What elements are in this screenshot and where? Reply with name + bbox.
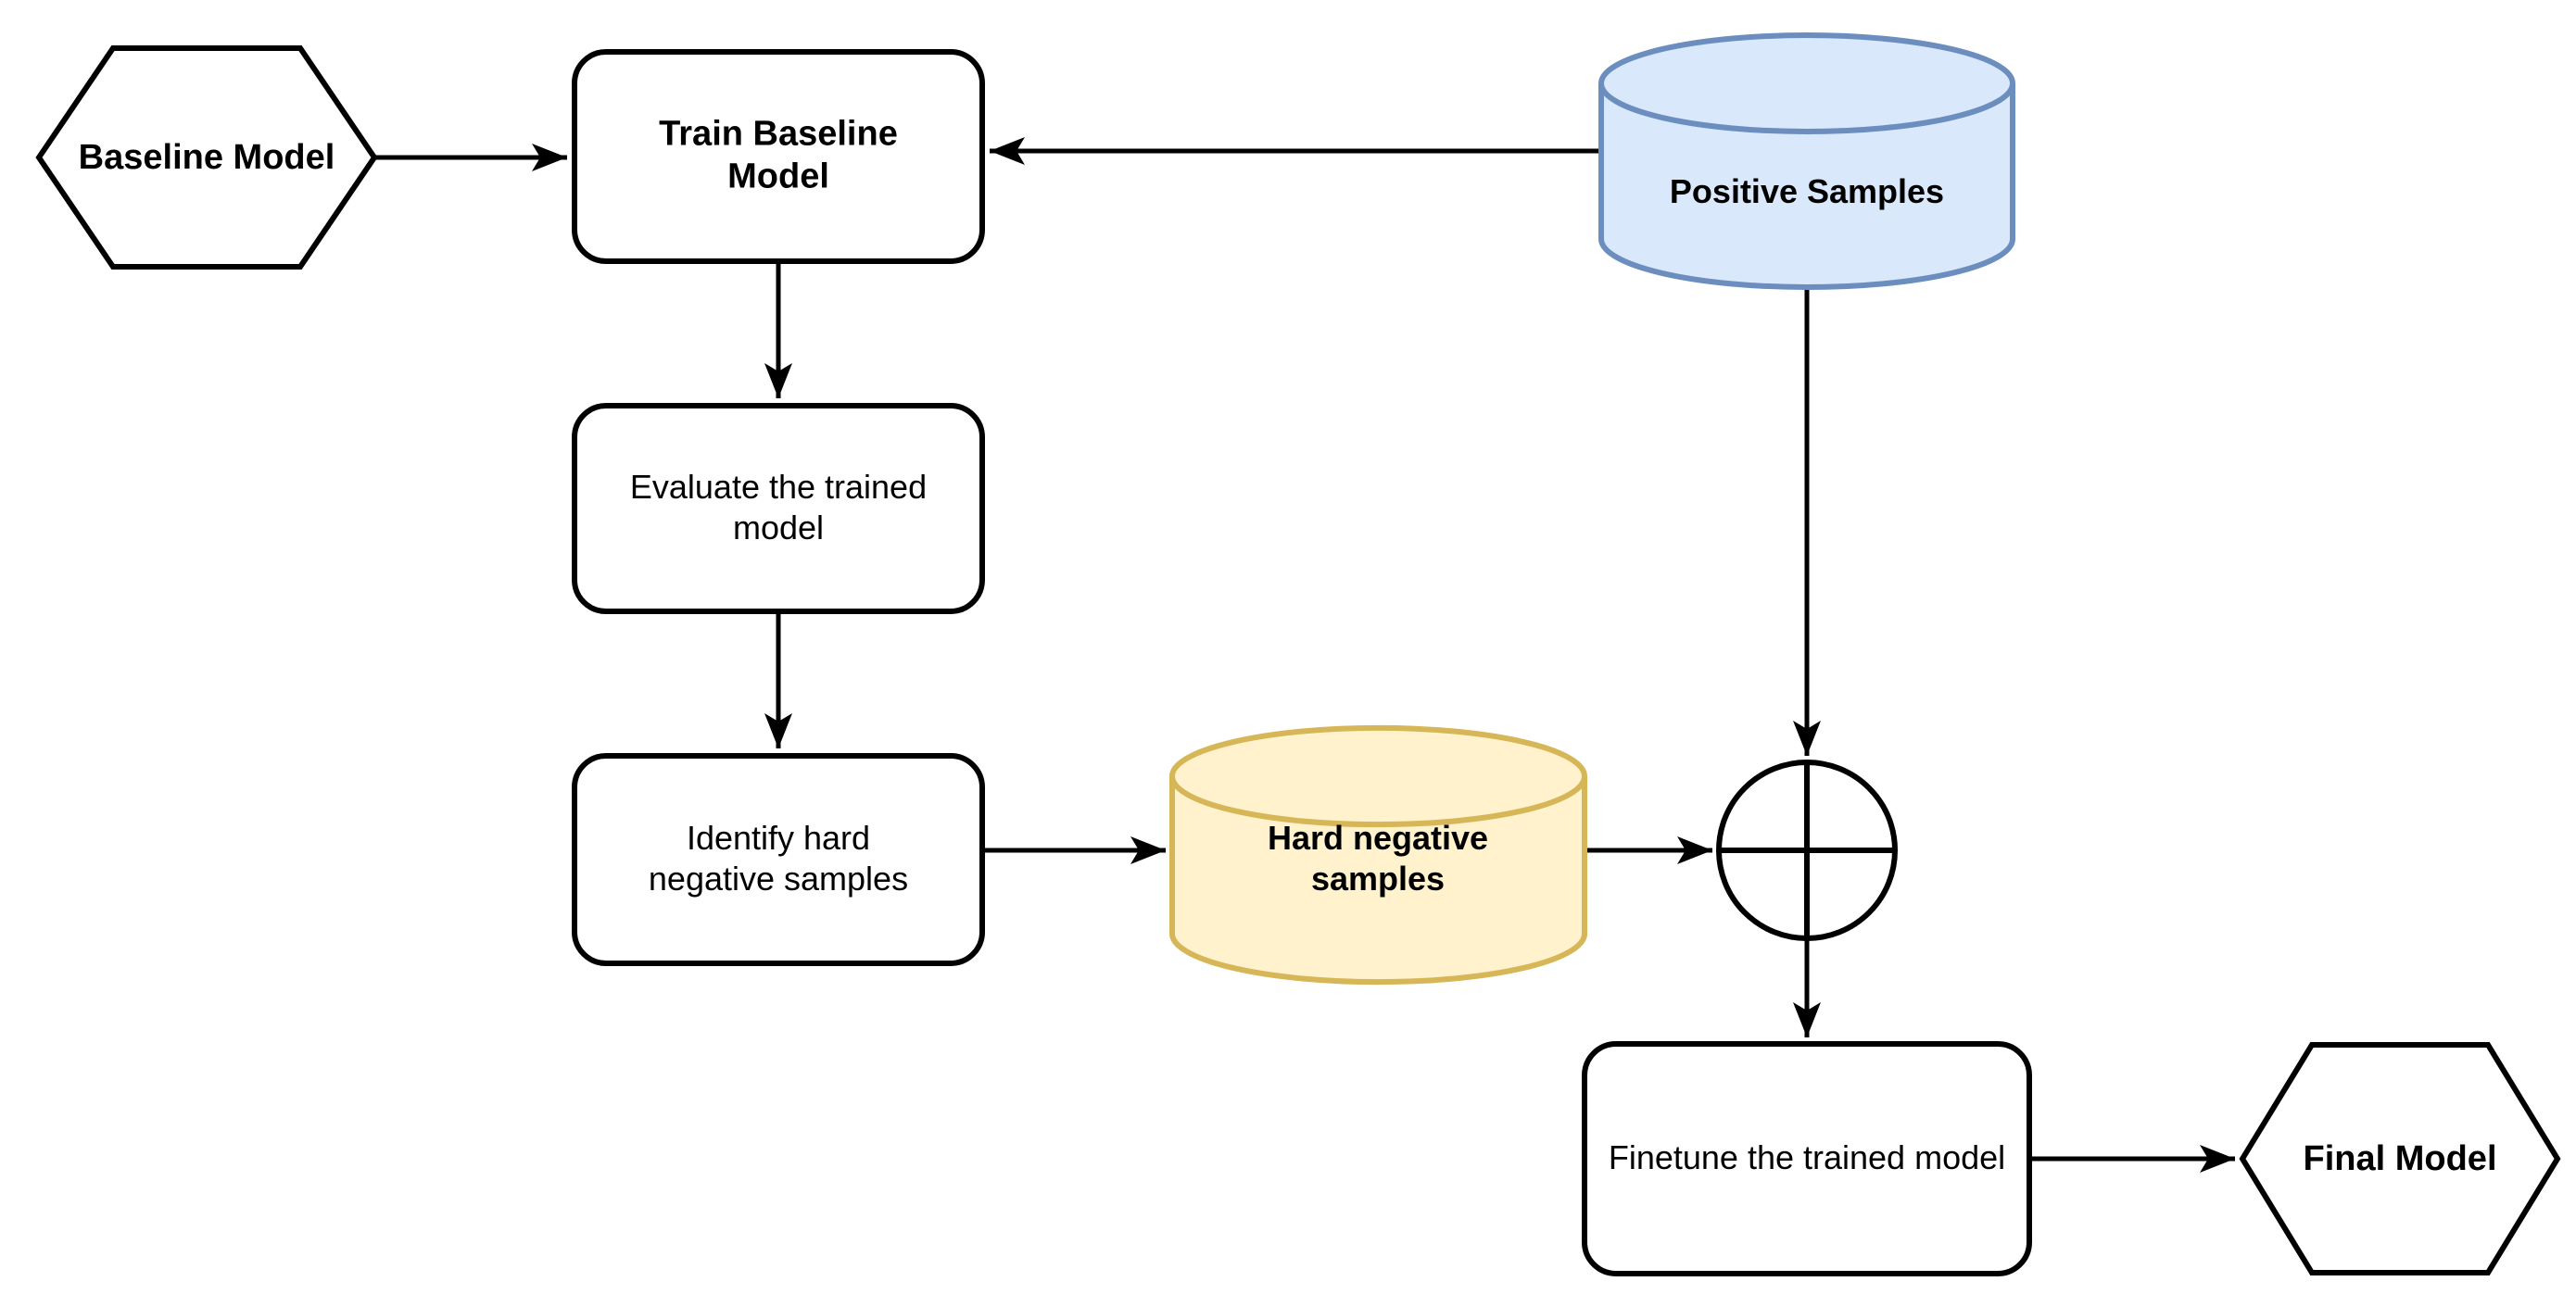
- final-model-label: Final Model: [2303, 1138, 2497, 1178]
- hard-negative-samples-cylinder-rim: [1169, 775, 1587, 828]
- identify-hard-negatives-label: Identify hard negative samples: [648, 819, 909, 898]
- positive-samples-datastore: [1598, 32, 2015, 290]
- train-baseline-model-label: Train Baseline Model: [659, 114, 898, 196]
- train-baseline-model-node: [572, 49, 985, 264]
- finetune-model-label: Finetune the trained model: [1608, 1138, 2006, 1177]
- evaluate-model-node: [572, 403, 985, 614]
- hard-negative-samples-datastore: [1169, 724, 1587, 986]
- positive-samples-cylinder-rim: [1598, 82, 2015, 134]
- positive-samples-cylinder-body: [1598, 32, 2015, 290]
- evaluate-model-label: Evaluate the trained model: [629, 468, 928, 546]
- baseline-model-label: Baseline Model: [78, 137, 335, 177]
- baseline-model-node: [35, 45, 378, 270]
- merge-junction-symbol: [1716, 760, 1898, 941]
- hard-negative-samples-label: Hard negative samples: [1267, 819, 1489, 898]
- final-model-node: [2239, 1042, 2561, 1275]
- hard-negative-samples-cylinder-body: [1169, 724, 1587, 986]
- identify-hard-negatives-node: [572, 753, 985, 966]
- finetune-model-node: [1582, 1041, 2032, 1276]
- positive-samples-label: Positive Samples: [1669, 172, 1945, 211]
